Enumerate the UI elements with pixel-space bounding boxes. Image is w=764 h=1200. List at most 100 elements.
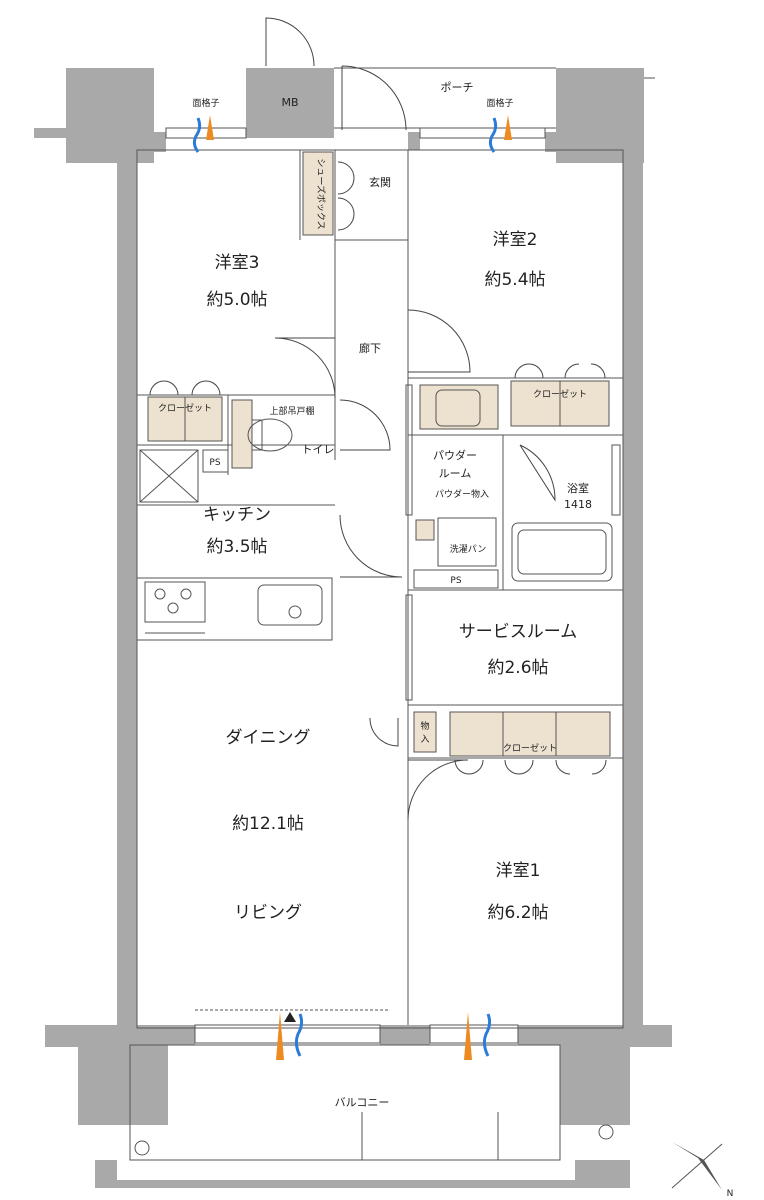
living-label: リビング [234,903,302,923]
balcony-left-post [95,1160,117,1188]
bedroom3-door[interactable] [274,337,336,399]
powder-cabinet [419,384,499,430]
closet1-label: クローゼット [503,742,557,754]
powder-storage-box [415,519,435,541]
right-upper-column [556,68,644,163]
toilet-label: トイレ [302,443,335,456]
bedroom2-name: 洋室2 [493,230,538,250]
storage-closet [413,711,437,753]
right-wall [623,150,643,1040]
bottom-left-column [78,1040,168,1125]
window-bedroom3 [165,127,247,139]
top-wall-seg-c [545,132,559,152]
closet-bedroom1 [449,711,611,757]
balcony-label: バルコニー [335,1096,390,1109]
bath-size: 1418 [564,498,592,511]
vent-blue-bedroom2 [488,117,498,153]
balcony-drain-left [134,1140,150,1156]
front-door[interactable] [341,65,407,131]
bath-name: 浴室 [567,481,589,495]
north-label: N [727,1189,734,1199]
mb-wall [246,68,334,138]
ps-box-kitchen [202,449,229,473]
balcony-rail [117,1180,577,1188]
labels: ポーチ MB 面格子 面格子 玄関 シューズボックス 洋室3 約5.0帖 洋室2… [158,81,592,1109]
top-wall-seg-a [154,132,166,152]
vent-marker-living [284,1012,296,1022]
partition-strip-b [405,594,413,701]
toilet-door[interactable] [339,399,391,451]
compass: N [671,1142,734,1199]
ps-label-powder: PS [450,576,461,586]
bedroom2-size: 約5.4帖 [484,270,545,290]
balcony-outline [129,1044,561,1161]
window-bedroom1 [429,1024,519,1044]
bedroom1-size: 約6.2帖 [487,903,548,923]
mb-door[interactable] [265,17,315,67]
left-upper-column [66,68,154,163]
ps-box-powder [413,569,499,589]
bottom-wall-seg-a [135,1025,195,1045]
upper-shelf-label: 上部吊戸棚 [269,405,314,417]
partition-strip-a [405,384,413,516]
bathtub [511,522,613,582]
burner-3 [167,602,179,614]
bedroom2-door[interactable] [407,309,471,373]
interior-lines [129,67,655,1161]
storage-door[interactable] [369,717,399,747]
closet2-doors[interactable] [514,363,606,379]
bottom-wall-seg-b [380,1025,430,1045]
stove [144,581,206,623]
porch-label: ポーチ [441,81,474,94]
vent-blue-bedroom1 [482,1013,492,1057]
storage-label-1: 物 [420,720,429,732]
laundry-pan-label: 洗濯パン [450,543,486,555]
vent-blue-bedroom3 [192,117,202,153]
bedroom3-size: 約5.0帖 [206,290,267,310]
bedroom3-name: 洋室3 [215,253,260,273]
kitchen-sink [257,584,323,626]
burner-1 [154,588,166,600]
toilet-cabinet [231,399,253,469]
bathtub-inner [517,529,607,575]
sink-drain [288,605,302,619]
fridge-space [139,449,199,503]
vent-orange-bedroom2 [504,115,512,140]
shoe-box [302,151,334,236]
top-wall-seg-b [408,132,420,150]
bedroom1-name: 洋室1 [496,861,541,881]
entrance-label: 玄関 [369,175,391,189]
window-living [194,1024,381,1044]
walls [34,68,672,1188]
burner-2 [180,588,192,600]
bottom-right-column [560,1040,630,1125]
kitchen-name: キッチン [203,505,271,525]
shoebox-doors[interactable] [337,161,355,231]
vent-orange-living [276,1012,284,1060]
closet3-doors[interactable] [149,380,221,396]
toilet-bowl [247,418,293,452]
closet3-label: クローゼット [158,402,212,414]
kitchen-door[interactable] [339,514,403,578]
powder-line2: ルーム [439,467,472,480]
toilet-tank [251,419,263,451]
service-name: サービスルーム [459,622,578,642]
closet1-doors[interactable] [454,759,607,775]
storage-label-2: 入 [420,734,429,745]
bedroom1-door[interactable] [407,759,469,821]
dining-label: ダイニング [226,728,311,748]
fixtures [134,127,621,1160]
compass-cross [671,1143,723,1189]
powder-storage-label: パウダー物入 [435,488,489,500]
left-upper-stub [34,128,68,138]
ps-label-kitchen: PS [209,458,220,468]
unit-outline [136,149,624,1029]
closet2-label: クローゼット [533,388,587,400]
vent-orange-bedroom3 [206,115,214,140]
lattice-label-right: 面格子 [486,97,513,109]
kitchen-counter [136,577,333,641]
ldk-size: 約12.1帖 [232,814,304,834]
shoe-box-label: シューズボックス [315,158,327,229]
bath-door[interactable] [519,444,556,502]
